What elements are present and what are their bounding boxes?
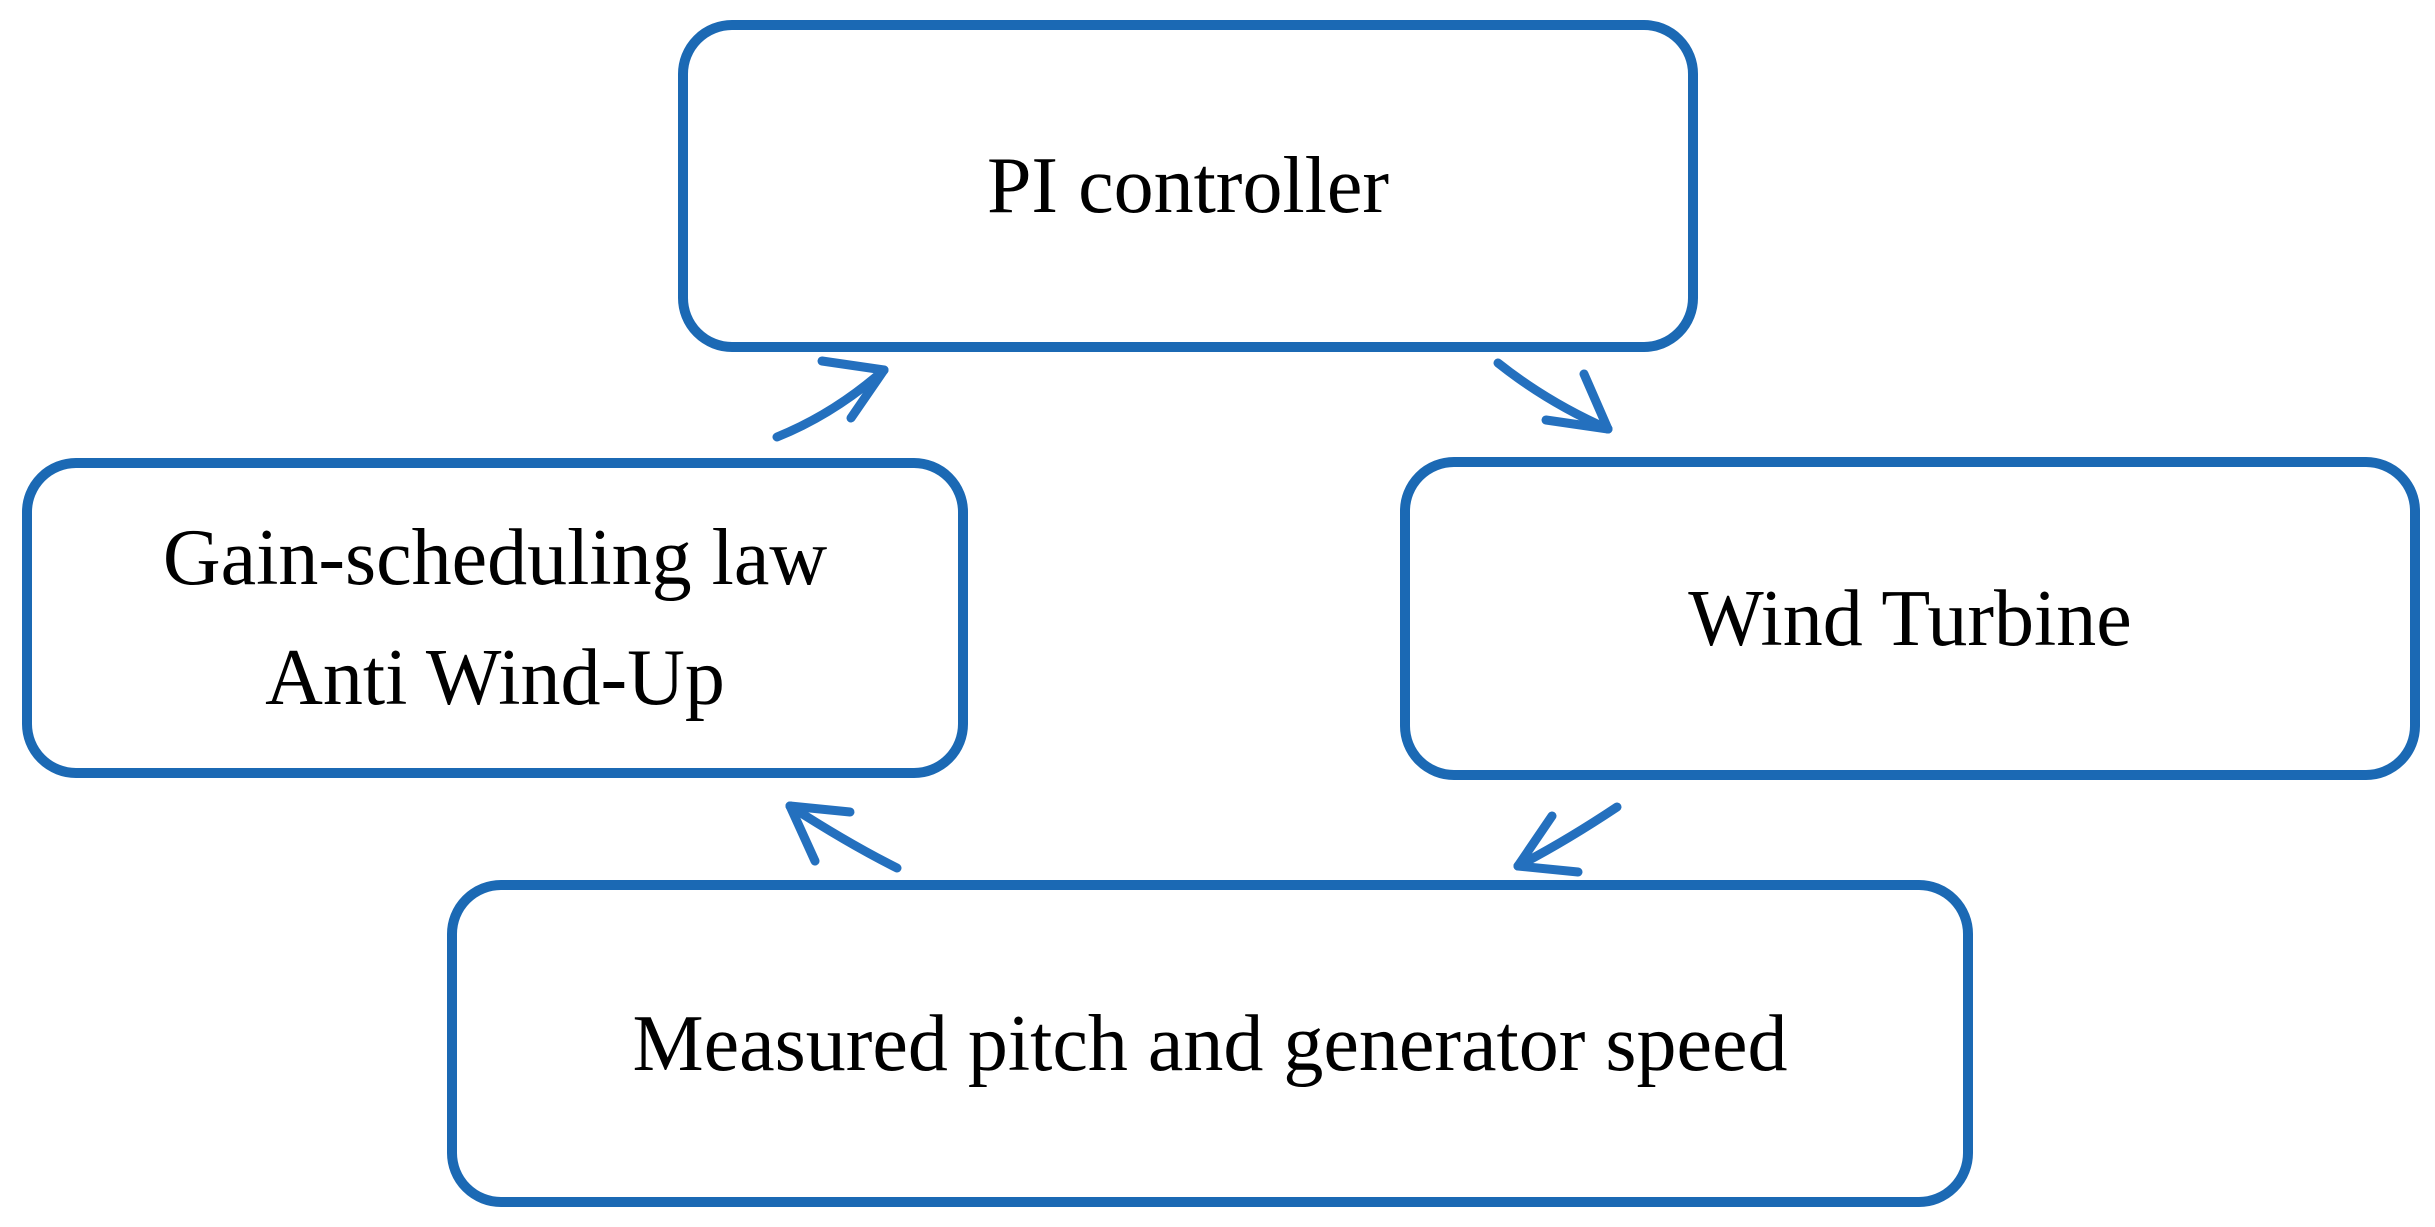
node-gain-scheduling-label-line1: Gain-scheduling law bbox=[162, 514, 828, 602]
node-measured-pitch-generator-speed: Measured pitch and generator speed bbox=[447, 880, 1973, 1207]
node-measured-pitch-generator-speed-label: Measured pitch and generator speed bbox=[632, 999, 1788, 1088]
node-gain-scheduling-anti-windup: Gain-scheduling law Anti Wind-Up bbox=[22, 458, 968, 778]
node-pi-controller-label: PI controller bbox=[986, 142, 1390, 230]
arrow-measured-to-gain bbox=[785, 801, 902, 873]
node-gain-scheduling-label-line2: Anti Wind-Up bbox=[265, 634, 725, 722]
arrow-wind-turbine-to-measured bbox=[1513, 802, 1622, 877]
node-pi-controller: PI controller bbox=[678, 20, 1698, 352]
node-wind-turbine: Wind Turbine bbox=[1400, 457, 2420, 780]
node-wind-turbine-label: Wind Turbine bbox=[1688, 574, 2132, 663]
arrow-pi-to-wind-turbine bbox=[1493, 358, 1613, 434]
arrow-gain-to-pi bbox=[772, 356, 889, 442]
